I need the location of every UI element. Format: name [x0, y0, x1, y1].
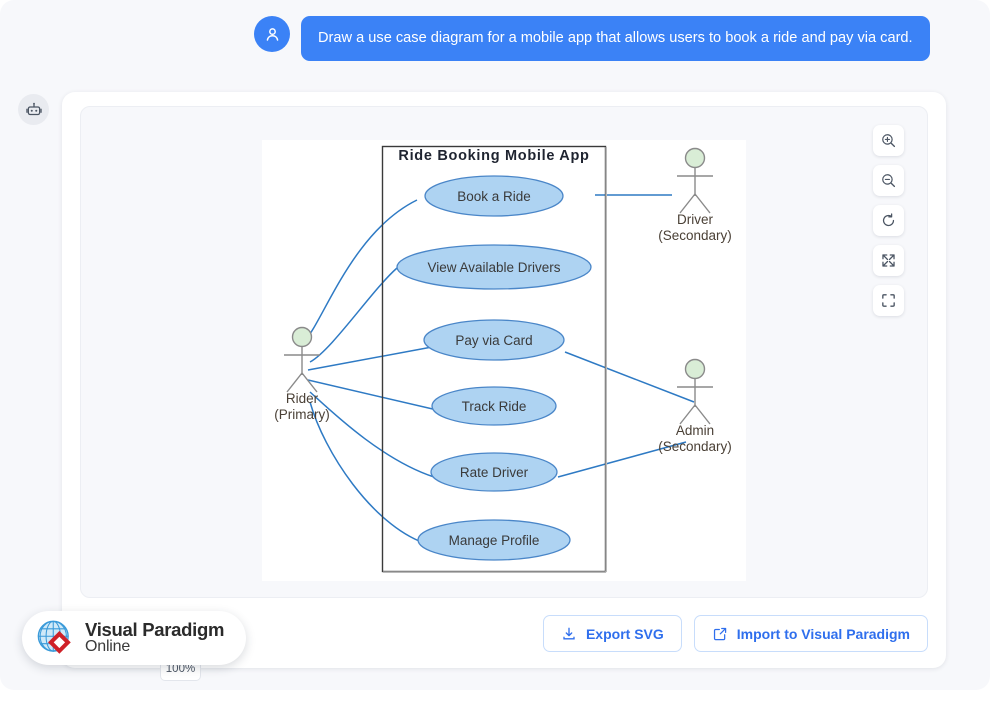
use-case-track-ride[interactable]: Track Ride [431, 386, 557, 426]
footer-actions: Export SVG Import to Visual Paradigm [542, 615, 928, 652]
actor-name-line1: Driver [677, 212, 714, 227]
assistant-avatar [18, 94, 49, 125]
user-prompt-row: Draw a use case diagram for a mobile app… [254, 16, 930, 62]
use-case-label: View Available Drivers [427, 260, 560, 275]
use-case-label: Book a Ride [457, 189, 531, 204]
actor-name-line1: Admin [676, 423, 714, 438]
association-rider-profile [309, 401, 425, 544]
use-case-manage-profile[interactable]: Manage Profile [417, 519, 571, 561]
fullscreen-corners-icon [882, 294, 895, 307]
use-case-view-available-drivers[interactable]: View Available Drivers [396, 244, 592, 290]
diagram-viewer-panel[interactable]: Ride Booking Mobile App Book a Ride View… [80, 106, 928, 598]
robot-icon [25, 102, 42, 115]
association-admin-rate [557, 441, 687, 478]
actor-name-line2: (Secondary) [658, 439, 732, 454]
user-icon [266, 27, 278, 41]
association-rider-view [309, 267, 398, 363]
association-rider-rate [309, 391, 435, 478]
actor-name-line2: (Primary) [274, 407, 330, 422]
diagram-canvas[interactable]: Ride Booking Mobile App Book a Ride View… [262, 140, 746, 581]
zoom-out-icon [882, 174, 896, 188]
use-case-label: Track Ride [462, 399, 527, 414]
zoom-in-button[interactable] [873, 125, 904, 156]
zoom-in-icon [882, 134, 896, 148]
brand-line-2: Online [85, 638, 131, 656]
actor-driver[interactable]: Driver (Secondary) [658, 147, 732, 244]
use-case-label: Manage Profile [449, 533, 540, 548]
use-case-label: Pay via Card [455, 333, 532, 348]
import-to-visual-paradigm-label: Import to Visual Paradigm [736, 625, 910, 642]
expand-arrows-icon [882, 254, 895, 267]
association-rider-book [303, 199, 418, 343]
association-rider-track [307, 379, 438, 411]
actor-rider[interactable]: Rider (Primary) [274, 326, 330, 423]
association-rider-pay [307, 346, 433, 371]
association-lines [303, 194, 695, 544]
export-svg-button[interactable]: Export SVG [542, 615, 682, 652]
download-icon [563, 627, 575, 639]
visual-paradigm-branding: Visual Paradigm Online [22, 611, 247, 665]
use-case-label: Rate Driver [460, 465, 529, 480]
user-prompt-text: Draw a use case diagram for a mobile app… [301, 16, 930, 62]
actor-name-line2: (Secondary) [658, 228, 732, 243]
visual-paradigm-globe-diamond-logo [37, 620, 71, 654]
visual-paradigm-wordmark: Visual Paradigm Online [85, 620, 224, 656]
import-to-visual-paradigm-button[interactable]: Import to Visual Paradigm [693, 615, 928, 652]
diagram-toolbar [873, 125, 904, 316]
zoom-level-value: 100% [165, 663, 196, 675]
system-boundary: Ride Booking Mobile App [381, 145, 608, 574]
fullscreen-button[interactable] [873, 285, 904, 316]
use-case-rate-driver[interactable]: Rate Driver [430, 452, 558, 492]
use-case-diagram-svg: Ride Booking Mobile App Book a Ride View… [274, 145, 732, 574]
user-avatar [254, 16, 290, 52]
zoom-out-button[interactable] [873, 165, 904, 196]
actor-name-line1: Rider [286, 391, 319, 406]
fit-to-screen-button[interactable] [873, 245, 904, 276]
use-case-pay-via-card[interactable]: Pay via Card [423, 319, 565, 361]
reset-rotate-icon [882, 213, 895, 227]
use-case-book-a-ride[interactable]: Book a Ride [424, 175, 564, 217]
actor-admin[interactable]: Admin (Secondary) [658, 358, 732, 455]
system-boundary-title: Ride Booking Mobile App [398, 148, 589, 164]
association-admin-pay [564, 351, 695, 403]
assistant-answer-card: Ride Booking Mobile App Book a Ride View… [62, 92, 946, 681]
external-link-icon [713, 627, 726, 640]
chat-window: Draw a use case diagram for a mobile app… [18, 16, 946, 681]
use-case-nodes: Book a Ride View Available Drivers Pay v… [396, 175, 592, 561]
brand-line-1: Visual Paradigm [85, 619, 225, 641]
export-svg-label: Export SVG [585, 625, 664, 642]
reset-view-button[interactable] [873, 205, 904, 236]
